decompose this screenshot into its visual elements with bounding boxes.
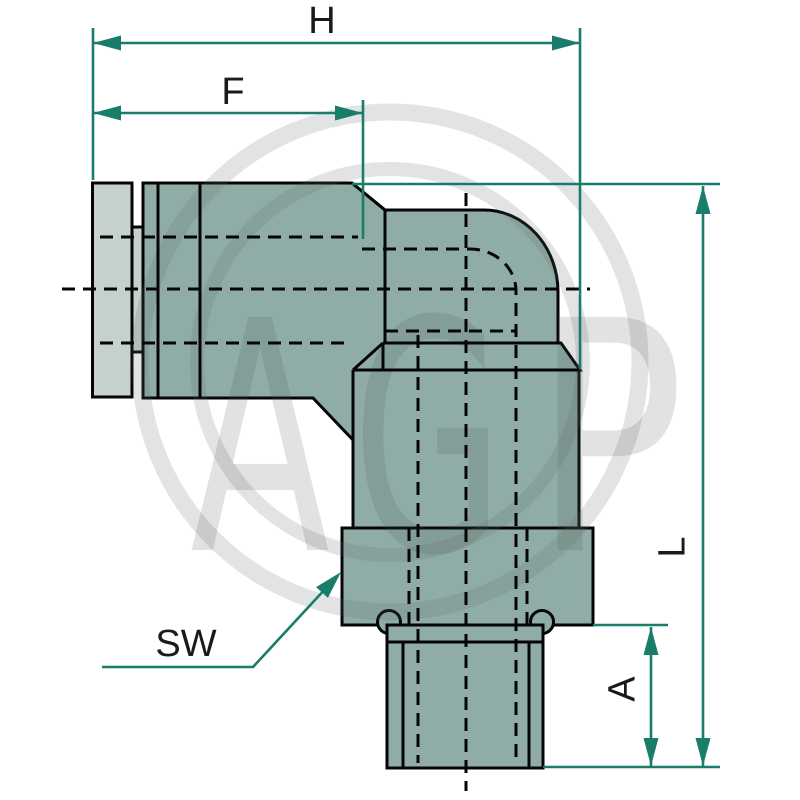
arrow-h-right [552, 35, 580, 51]
watermark-ring-outer [131, 103, 649, 621]
watermark: A G P [131, 103, 685, 626]
arrow-sw [316, 572, 341, 598]
dim-label-sw: SW [155, 623, 216, 665]
barrel-chamfer-top [351, 181, 386, 212]
dimension-lines [91, 28, 720, 769]
dim-label-a: A [602, 676, 644, 702]
arrow-a-bottom [643, 738, 659, 766]
arrow-f-left [93, 105, 121, 121]
inner-bore-curve [362, 247, 518, 763]
dim-label-l: L [652, 536, 694, 557]
watermark-ring-inner [190, 162, 590, 562]
sw-leader-line [102, 586, 328, 669]
arrow-l-top [695, 186, 711, 214]
dimension-arrowheads [93, 35, 711, 766]
dimension-labels: H F L A SW [155, 0, 693, 702]
dim-label-h: H [308, 0, 335, 42]
arrow-l-bottom [695, 738, 711, 766]
elbow-body-outline [141, 181, 583, 530]
arrow-h-left [93, 35, 121, 51]
dim-label-f: F [221, 71, 244, 113]
watermark-letter-p: P [533, 254, 685, 626]
watermark-letter-a: A [190, 254, 331, 626]
hidden-lines [62, 193, 590, 791]
arrow-a-top [643, 627, 659, 655]
arrow-f-right [335, 105, 363, 121]
flare-left-diagonal [351, 341, 385, 372]
watermark-letter-g: G [352, 254, 504, 626]
